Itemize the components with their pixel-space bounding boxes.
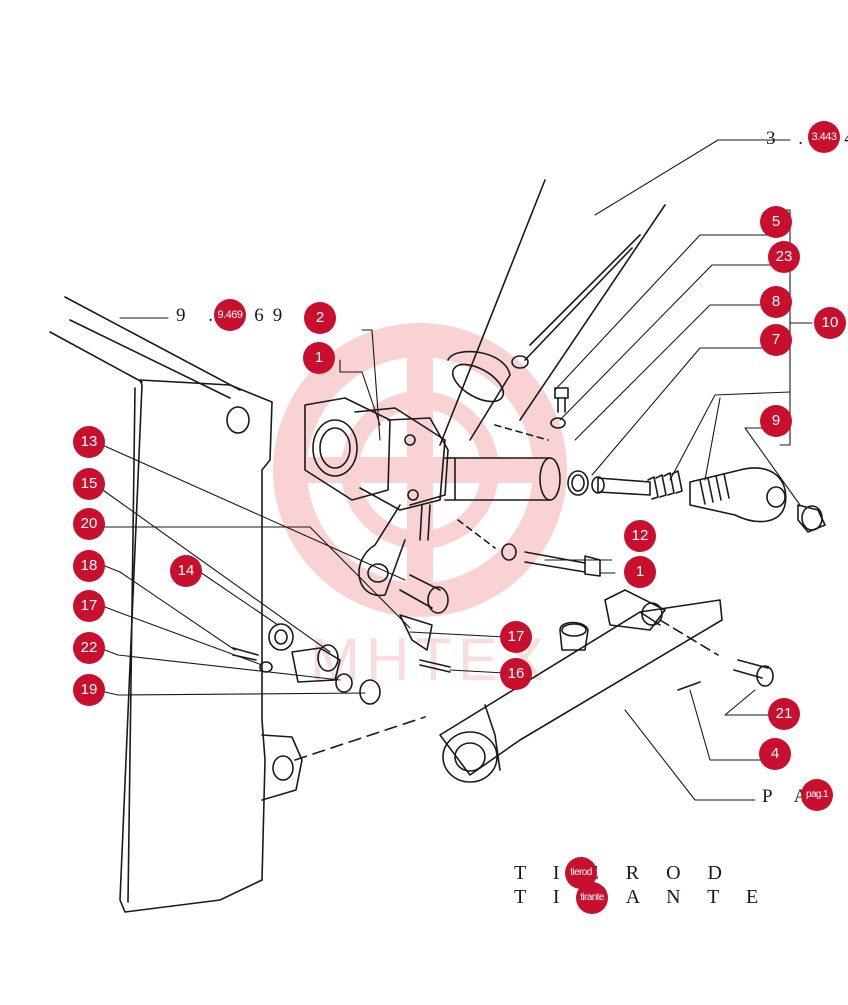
- part-badge-9-469[interactable]: 9.469: [214, 299, 246, 331]
- part-badge-13[interactable]: 13: [73, 426, 105, 458]
- part-badge-8[interactable]: 8: [760, 286, 792, 318]
- part-badge-16[interactable]: 16: [500, 658, 532, 690]
- reference-9-469-9: 9 . 469 9: [176, 305, 324, 326]
- part-badge-12[interactable]: 12: [624, 520, 656, 552]
- part-badge-23[interactable]: 23: [768, 241, 800, 273]
- part-badge-22[interactable]: 22: [73, 632, 105, 664]
- line-art: [49, 139, 826, 913]
- title-tirante: T I R A N T E: [514, 886, 770, 908]
- part-badge-17-left[interactable]: 17: [73, 590, 105, 622]
- part-badge-10[interactable]: 10: [814, 307, 846, 339]
- part-badge-17-right[interactable]: 17: [500, 621, 532, 653]
- part-badge-4[interactable]: 4: [759, 738, 791, 770]
- part-badge-7[interactable]: 7: [760, 324, 792, 356]
- part-badge-21[interactable]: 21: [768, 698, 800, 730]
- part-badge-5[interactable]: 5: [760, 206, 792, 238]
- watermark-logo: MHTEX: [273, 323, 567, 693]
- part-badge-1-lower[interactable]: 1: [624, 556, 656, 588]
- part-badge-2[interactable]: 2: [304, 302, 336, 334]
- title-link-tirante[interactable]: tirante: [576, 882, 608, 914]
- page-link-badge[interactable]: pag.1: [801, 779, 833, 811]
- part-badge-18[interactable]: 18: [73, 550, 105, 582]
- part-badge-9[interactable]: 9: [760, 405, 792, 437]
- part-badge-1-upper[interactable]: 1: [303, 342, 335, 374]
- title-tie-rod: T I E R O D: [514, 862, 733, 884]
- part-badge-19[interactable]: 19: [73, 674, 105, 706]
- part-badge-20[interactable]: 20: [73, 508, 105, 540]
- part-badge-3-443[interactable]: 3.443: [808, 121, 840, 153]
- part-badge-14[interactable]: 14: [170, 555, 202, 587]
- reference-page: P A: [762, 786, 817, 807]
- part-badge-15[interactable]: 15: [73, 468, 105, 500]
